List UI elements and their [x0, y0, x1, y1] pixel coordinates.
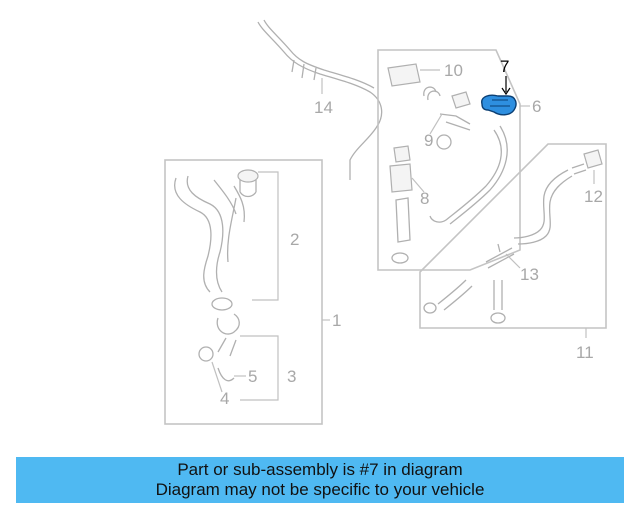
- hose-7-part: [481, 94, 517, 116]
- tee-13-part: [485, 243, 515, 269]
- leader-13: [505, 253, 521, 269]
- hose-7-ribs: [490, 99, 510, 107]
- hose-connector-part: [216, 313, 240, 335]
- callout-10: 10: [444, 61, 463, 80]
- callout-3: 3: [287, 367, 296, 386]
- fuel-cap-body: [239, 180, 257, 198]
- box-11-lower-hoses: 12 13 11: [419, 143, 607, 362]
- fuel-cap-part: [237, 169, 259, 183]
- banner-line-1: Part or sub-assembly is #7 in diagram: [177, 460, 463, 479]
- callout-7: 7: [500, 57, 509, 76]
- valve-base-part: [391, 252, 409, 264]
- callout-6: 6: [532, 97, 541, 116]
- gasket-part: [198, 346, 214, 362]
- lower-hose-part: [513, 169, 573, 245]
- leader-7-arrow: [501, 87, 511, 96]
- filler-vent-tube-2: [233, 185, 246, 223]
- callout-5: 5: [248, 367, 257, 386]
- short-hose-part: [437, 279, 473, 311]
- connector-12-neck: [571, 163, 587, 175]
- callout-14: 14: [314, 98, 333, 117]
- callout-1: 1: [332, 311, 341, 330]
- callout-8: 8: [420, 189, 429, 208]
- valve-body-part: [389, 163, 413, 193]
- box-6-upper-hoses: 10 9 8 6: [377, 49, 541, 271]
- parts-diagram: 2 1 3 5 4 14 10 9 8 6: [164, 19, 607, 425]
- clamp-part: [211, 297, 233, 311]
- part-7-highlighted: 7: [481, 57, 517, 116]
- filler-vent-tube: [213, 179, 237, 215]
- vertical-hose-part: [493, 280, 503, 310]
- valve-part: [451, 91, 471, 109]
- callout-11: 11: [576, 343, 594, 362]
- valve-stem-part: [395, 197, 411, 243]
- callout-9: 9: [424, 131, 433, 150]
- banner-line-2: Diagram may not be specific to your vehi…: [155, 480, 485, 499]
- box-6-outline: [377, 49, 521, 271]
- connector-12-part: [583, 149, 603, 169]
- hose-short-part: [217, 337, 237, 357]
- leader-8: [411, 177, 425, 193]
- long-hose-part: [429, 125, 508, 225]
- leader-2: [252, 171, 279, 301]
- elbow-hose-part: [423, 86, 441, 101]
- clip-9-part: [436, 134, 452, 150]
- info-banner: Part or sub-assembly is #7 in diagram Di…: [16, 457, 624, 503]
- callout-12: 12: [584, 187, 603, 206]
- leader-9: [429, 113, 443, 135]
- box-11-outline: [419, 143, 607, 329]
- hose-end-part: [423, 302, 437, 314]
- leader-3: [240, 335, 279, 401]
- leader-4: [211, 361, 223, 393]
- callout-13: 13: [520, 265, 539, 284]
- callout-2: 2: [290, 230, 299, 249]
- connector-part: [439, 113, 471, 131]
- valve-8-part: [393, 145, 411, 163]
- callout-4: 4: [220, 389, 229, 408]
- vent-pipe-part: [257, 19, 383, 180]
- vent-pipe-14: 14: [257, 19, 383, 180]
- vent-pipe-brackets: [291, 59, 317, 81]
- vertical-hose-end-part: [490, 312, 506, 324]
- filler-neck-part: [174, 175, 224, 293]
- filler-tube-upper: [226, 197, 237, 263]
- filter-part: [387, 63, 421, 87]
- clip-part: [217, 367, 235, 382]
- box-1-outline: [164, 159, 323, 425]
- box-1-filler-assembly: 2 1 3 5 4: [164, 159, 341, 425]
